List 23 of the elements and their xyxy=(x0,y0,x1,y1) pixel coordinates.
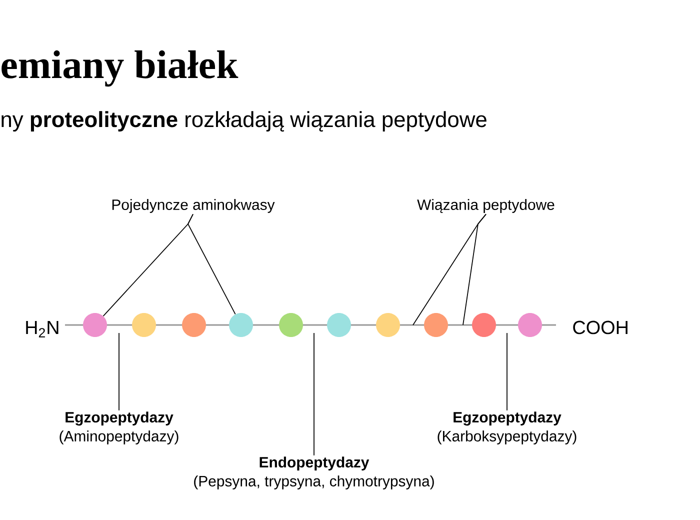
amino-acid-circle xyxy=(327,313,351,337)
amino-acid-circle xyxy=(424,313,448,337)
title: emiany białek xyxy=(2,50,238,87)
amino-acid-circle xyxy=(376,313,400,337)
amino-acid-circle xyxy=(182,313,206,337)
leader-line xyxy=(118,332,120,411)
leader-line xyxy=(506,332,508,411)
amino-acid-circle xyxy=(83,313,107,337)
enzyme-label: Endopeptydazy (Pepsyna, trypsyna, chymotrypsyna) xyxy=(194,456,434,490)
amino-acid-circle xyxy=(472,313,496,337)
amino-acid-circle xyxy=(279,313,303,337)
callout-text: Pojedyncze aminokwasy xyxy=(112,199,275,213)
amino-acid-circle xyxy=(518,313,542,337)
chain-end-label: COOH xyxy=(573,320,628,334)
callout-text: Wiązania peptydowe xyxy=(417,199,554,213)
leader-line xyxy=(188,214,236,315)
enzyme-label: Egzopeptydazy (Aminopeptydazy) xyxy=(60,412,178,444)
subtitle: ny proteolityczne rozkładają wiązania peptydowe xyxy=(2,111,486,132)
leader-line xyxy=(462,214,486,326)
chain-end-label: H$_{2}$N xyxy=(26,320,58,338)
amino-acid-circle xyxy=(229,313,253,337)
amino-acid-circle xyxy=(132,313,156,337)
enzyme-label: Egzopeptydazy (Karboksypeptydazy) xyxy=(438,412,576,444)
